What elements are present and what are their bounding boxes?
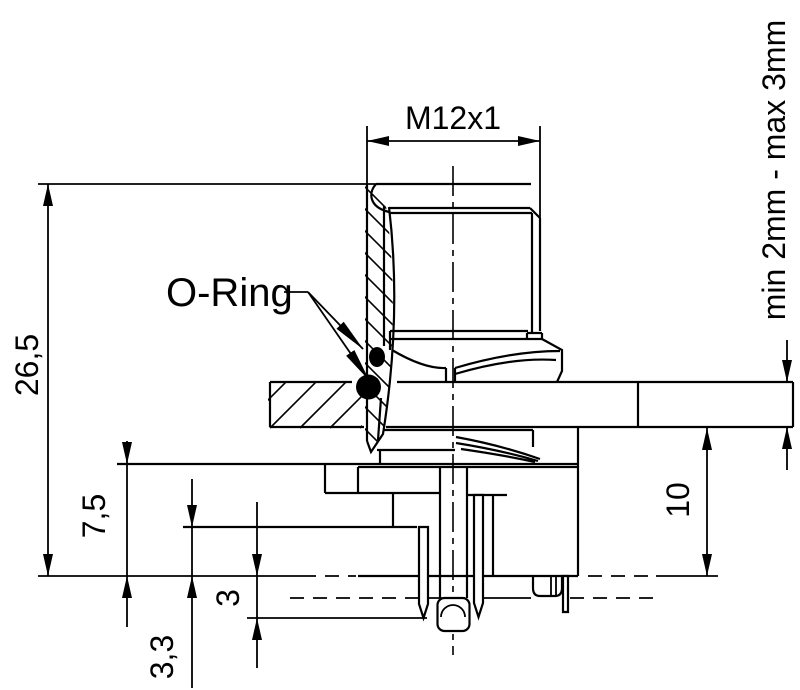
o-rings (356, 347, 385, 400)
o-ring-upper (369, 347, 385, 367)
overall-height-text: 26,5 (9, 334, 45, 396)
body-depth-text: 10 (660, 482, 696, 518)
connector-body (117, 182, 795, 598)
dimension-body-depth: 10 (656, 428, 718, 577)
pin-step-text: 3,3 (144, 635, 180, 679)
rear-height-text: 7,5 (76, 494, 112, 538)
right-contact-cup (531, 576, 564, 598)
dimension-thread: M12x1 (366, 100, 541, 218)
dimension-overall-height: 26,5 (9, 183, 376, 577)
hidden-lines (290, 575, 658, 599)
dimension-pin-protrusion: 3 (210, 502, 427, 668)
oring-callout: O-Ring (166, 271, 370, 381)
pin-right-thin (561, 574, 570, 614)
oring-label-text: O-Ring (166, 271, 293, 315)
dimension-pin-step: 3,3 (144, 479, 197, 688)
pin-protrusion-text: 3 (210, 589, 246, 607)
pin-left (417, 525, 430, 622)
dimension-rear-height: 7,5 (76, 441, 132, 627)
pin-middle (472, 493, 485, 621)
center-contact-tip (436, 596, 471, 633)
dimension-panel-thickness: min 2mm - max 3mm (756, 20, 792, 470)
solder-pins (417, 493, 570, 633)
thread-callout-text: M12x1 (405, 100, 501, 136)
panel-thickness-text: min 2mm - max 3mm (756, 20, 792, 320)
panel-section-hatch (268, 381, 362, 429)
center-contact-dome (440, 604, 466, 618)
